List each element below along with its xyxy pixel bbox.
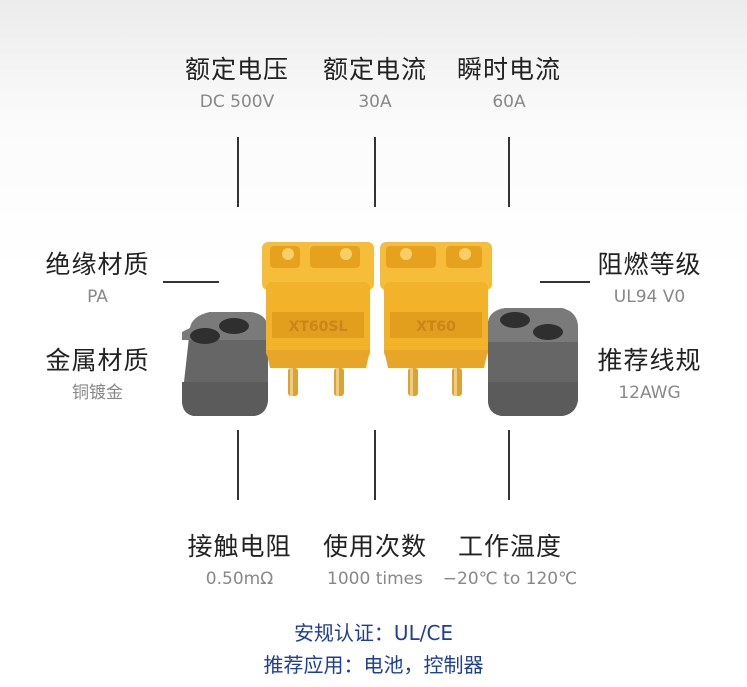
spec-value: PA: [87, 287, 108, 307]
spec-title: 瞬时电流: [456, 55, 561, 84]
left-cap: [182, 312, 268, 416]
spec-title: 接触电阻: [187, 532, 292, 561]
spec-value: UL94 V0: [613, 287, 686, 307]
connector-line: [237, 137, 239, 207]
spec-metal: 金属材质 铜镀金: [30, 346, 165, 404]
spec-flame: 阻燃等级 UL94 V0: [582, 250, 717, 308]
connector-line: [374, 430, 376, 500]
spec-value: 1000 times: [327, 569, 423, 589]
spec-title: 使用次数: [322, 532, 427, 561]
spec-title: 额定电流: [322, 55, 427, 84]
right-cap: [488, 308, 578, 416]
spec-title: 金属材质: [45, 346, 150, 375]
spec-title: 工作温度: [457, 532, 562, 561]
spec-value: 60A: [492, 92, 526, 112]
connector-line: [508, 137, 510, 207]
spec-wire: 推荐线规 12AWG: [582, 346, 717, 404]
spec-title: 额定电压: [184, 55, 289, 84]
spec-contact-resistance: 接触电阻 0.50mΩ: [172, 532, 307, 590]
connector-line: [163, 281, 219, 283]
spec-rated-current: 额定电流 30A: [310, 55, 440, 113]
right-connector-marking: XT60: [416, 319, 456, 335]
spec-rated-voltage: 额定电压 DC 500V: [172, 55, 302, 113]
spec-value: 0.50mΩ: [205, 569, 274, 589]
certification-text: 安规认证：UL/CE: [293, 621, 454, 645]
spec-value: 铜镀金: [72, 383, 123, 403]
spec-instant-current: 瞬时电流 60A: [444, 55, 574, 113]
spec-insulation: 绝缘材质 PA: [30, 250, 165, 308]
application-text: 推荐应用：电池，控制器: [263, 653, 484, 677]
right-connector: XT60: [380, 242, 492, 396]
connector-line: [508, 430, 510, 500]
spec-title: 推荐线规: [597, 346, 702, 375]
spec-title: 阻燃等级: [597, 250, 702, 279]
connector-line: [374, 137, 376, 207]
connector-line: [237, 430, 239, 500]
spec-value: DC 500V: [199, 92, 275, 112]
xt60-connector-illustration: XT60SL XT60: [182, 242, 578, 416]
left-connector-marking: XT60SL: [289, 319, 348, 335]
spec-value: 30A: [358, 92, 392, 112]
connector-line: [540, 281, 590, 283]
spec-value: −20℃ to 120℃: [442, 569, 578, 589]
spec-value: 12AWG: [618, 383, 681, 403]
spec-title: 绝缘材质: [45, 250, 150, 279]
spec-temperature: 工作温度 −20℃ to 120℃: [420, 532, 600, 590]
spec-cycles: 使用次数 1000 times: [310, 532, 440, 590]
left-connector: XT60SL: [262, 242, 374, 396]
